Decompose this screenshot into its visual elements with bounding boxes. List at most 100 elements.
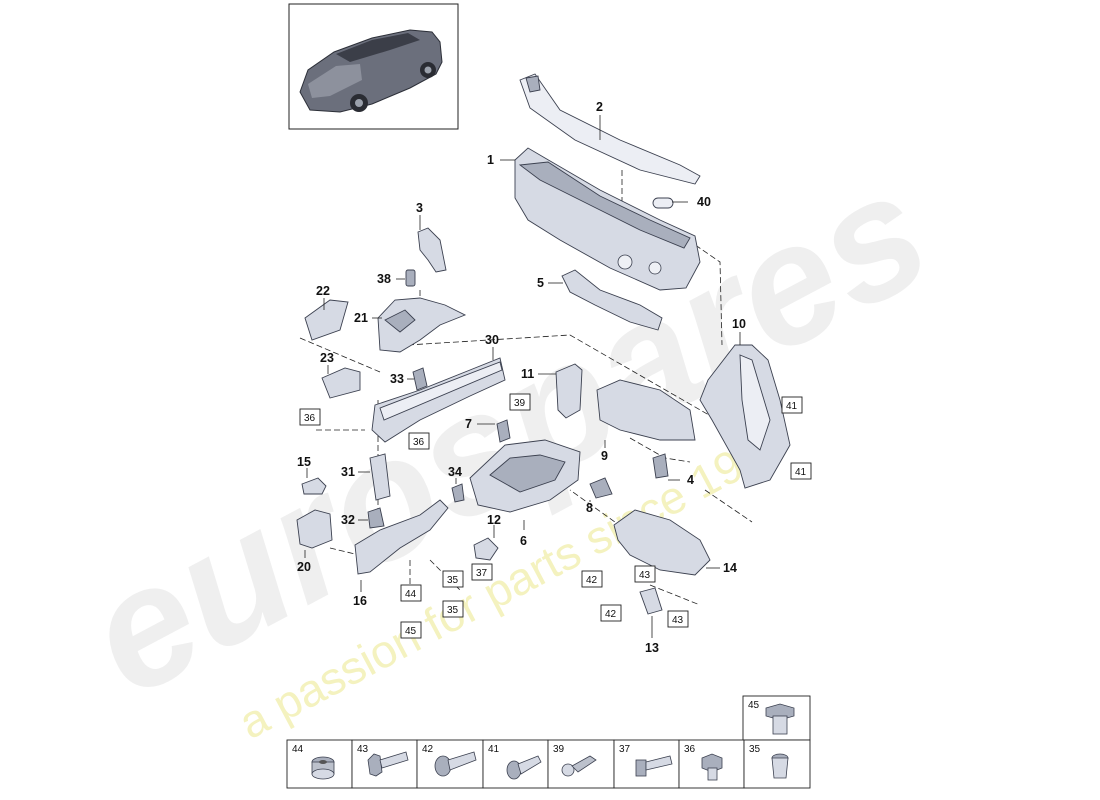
callout-5: 5 <box>537 276 544 290</box>
part-15-bracket <box>301 477 327 495</box>
ref-box-42: 42 <box>600 604 622 622</box>
ref-box-36: 36 <box>299 408 321 426</box>
part-6-radiator-support <box>469 439 581 513</box>
callout-8: 8 <box>586 501 593 515</box>
legend-label-41: 41 <box>488 744 500 755</box>
svg-text:37: 37 <box>476 568 488 579</box>
part-20-crash-box <box>296 509 333 549</box>
part-30-longitudinal-rail <box>371 357 506 443</box>
svg-text:43: 43 <box>639 570 651 581</box>
weld-nut-icon <box>701 753 723 781</box>
bolt-icon <box>765 703 795 735</box>
callout-1: 1 <box>487 153 494 167</box>
part-33-clip <box>412 367 428 391</box>
legend-cell-36: 36 <box>678 739 745 789</box>
svg-text:39: 39 <box>514 398 526 409</box>
ref-box-35: 35 <box>442 600 464 618</box>
callout-31: 31 <box>341 465 355 479</box>
flange-screw-icon <box>434 751 477 777</box>
legend-label-44: 44 <box>292 744 304 755</box>
part-9-panel <box>596 379 696 441</box>
part-22-plate <box>304 299 349 341</box>
ref-box-44: 44 <box>400 584 422 602</box>
callout-15: 15 <box>297 455 311 469</box>
threaded-stud-icon <box>635 755 673 777</box>
part-11-support <box>555 363 583 419</box>
part-23-bracket <box>321 367 361 399</box>
part-32-clip <box>367 507 385 529</box>
car-illustration <box>299 29 443 113</box>
rivet-icon <box>771 753 789 779</box>
svg-text:35: 35 <box>447 605 459 616</box>
part-4-bracket <box>652 453 669 479</box>
part-34-clip <box>451 483 465 503</box>
callout-12: 12 <box>487 513 501 527</box>
legend-cell-45: 45 <box>742 695 811 741</box>
legend-cell-44: 44 <box>286 739 353 789</box>
fastener-legend: 45 44 43 42 <box>286 695 811 789</box>
callout-14: 14 <box>723 561 737 575</box>
part-13-bracket <box>639 587 663 615</box>
ref-box-41: 41 <box>790 462 812 480</box>
svg-text:44: 44 <box>405 589 417 600</box>
svg-text:36: 36 <box>304 413 316 424</box>
watermark: eurospares a passion for parts since 198… <box>58 135 956 749</box>
part-40-grommet <box>652 197 674 209</box>
ref-box-41: 41 <box>781 396 803 414</box>
part-8-bracket <box>589 477 613 499</box>
svg-text:42: 42 <box>586 575 598 586</box>
ref-box-37: 37 <box>471 563 493 581</box>
svg-text:42: 42 <box>605 609 617 620</box>
part-14-wheelhouse <box>613 509 711 576</box>
svg-text:35: 35 <box>447 575 459 586</box>
ref-box-45: 45 <box>400 621 422 639</box>
ball-stud-icon <box>561 755 597 777</box>
boxed-references: 36 36 39 41 41 37 35 35 <box>299 393 812 639</box>
svg-text:41: 41 <box>786 401 798 412</box>
legend-cell-41: 41 <box>482 739 549 789</box>
callout-38: 38 <box>377 272 391 286</box>
part-16-front-crossmember <box>354 499 449 575</box>
legend-cell-39: 39 <box>547 739 615 789</box>
legend-label-39: 39 <box>553 744 565 755</box>
leader-lines <box>304 115 741 638</box>
callout-labels: 1 2 3 38 40 5 22 21 23 33 30 11 10 7 9 4… <box>297 100 746 655</box>
callout-4: 4 <box>687 473 694 487</box>
stud-icon <box>506 755 542 780</box>
callout-20: 20 <box>297 560 311 574</box>
legend-label-42: 42 <box>422 744 434 755</box>
callout-16: 16 <box>353 594 367 608</box>
callout-13: 13 <box>645 641 659 655</box>
part-1-bulkhead <box>514 147 701 291</box>
legend-cell-42: 42 <box>416 739 484 789</box>
callout-40: 40 <box>697 195 711 209</box>
legend-label-36: 36 <box>684 744 696 755</box>
callout-2: 2 <box>596 100 603 114</box>
callout-10: 10 <box>732 317 746 331</box>
ref-box-39: 39 <box>509 393 531 411</box>
svg-text:41: 41 <box>795 467 807 478</box>
ref-box-35: 35 <box>442 570 464 588</box>
legend-label-37: 37 <box>619 744 631 755</box>
callout-11: 11 <box>521 367 534 381</box>
legend-cell-43: 43 <box>351 739 418 789</box>
ref-box-43: 43 <box>667 610 689 628</box>
ref-box-36: 36 <box>408 432 430 450</box>
part-2-cowl-upper <box>519 73 701 185</box>
callout-23: 23 <box>320 351 334 365</box>
legend-cell-37: 37 <box>613 739 680 789</box>
part-38-clip <box>405 269 416 287</box>
legend-cell-35: 35 <box>743 739 811 789</box>
vehicle-thumbnail <box>288 3 459 130</box>
callout-7: 7 <box>465 417 472 431</box>
callout-34: 34 <box>448 465 462 479</box>
part-7-clip <box>496 419 511 443</box>
part-21-strut-mount <box>377 297 467 353</box>
callout-6: 6 <box>520 534 527 548</box>
callout-32: 32 <box>341 513 355 527</box>
ref-box-42: 42 <box>581 570 603 588</box>
screw-icon <box>367 751 409 777</box>
callout-9: 9 <box>601 449 608 463</box>
callout-33: 33 <box>390 372 404 386</box>
